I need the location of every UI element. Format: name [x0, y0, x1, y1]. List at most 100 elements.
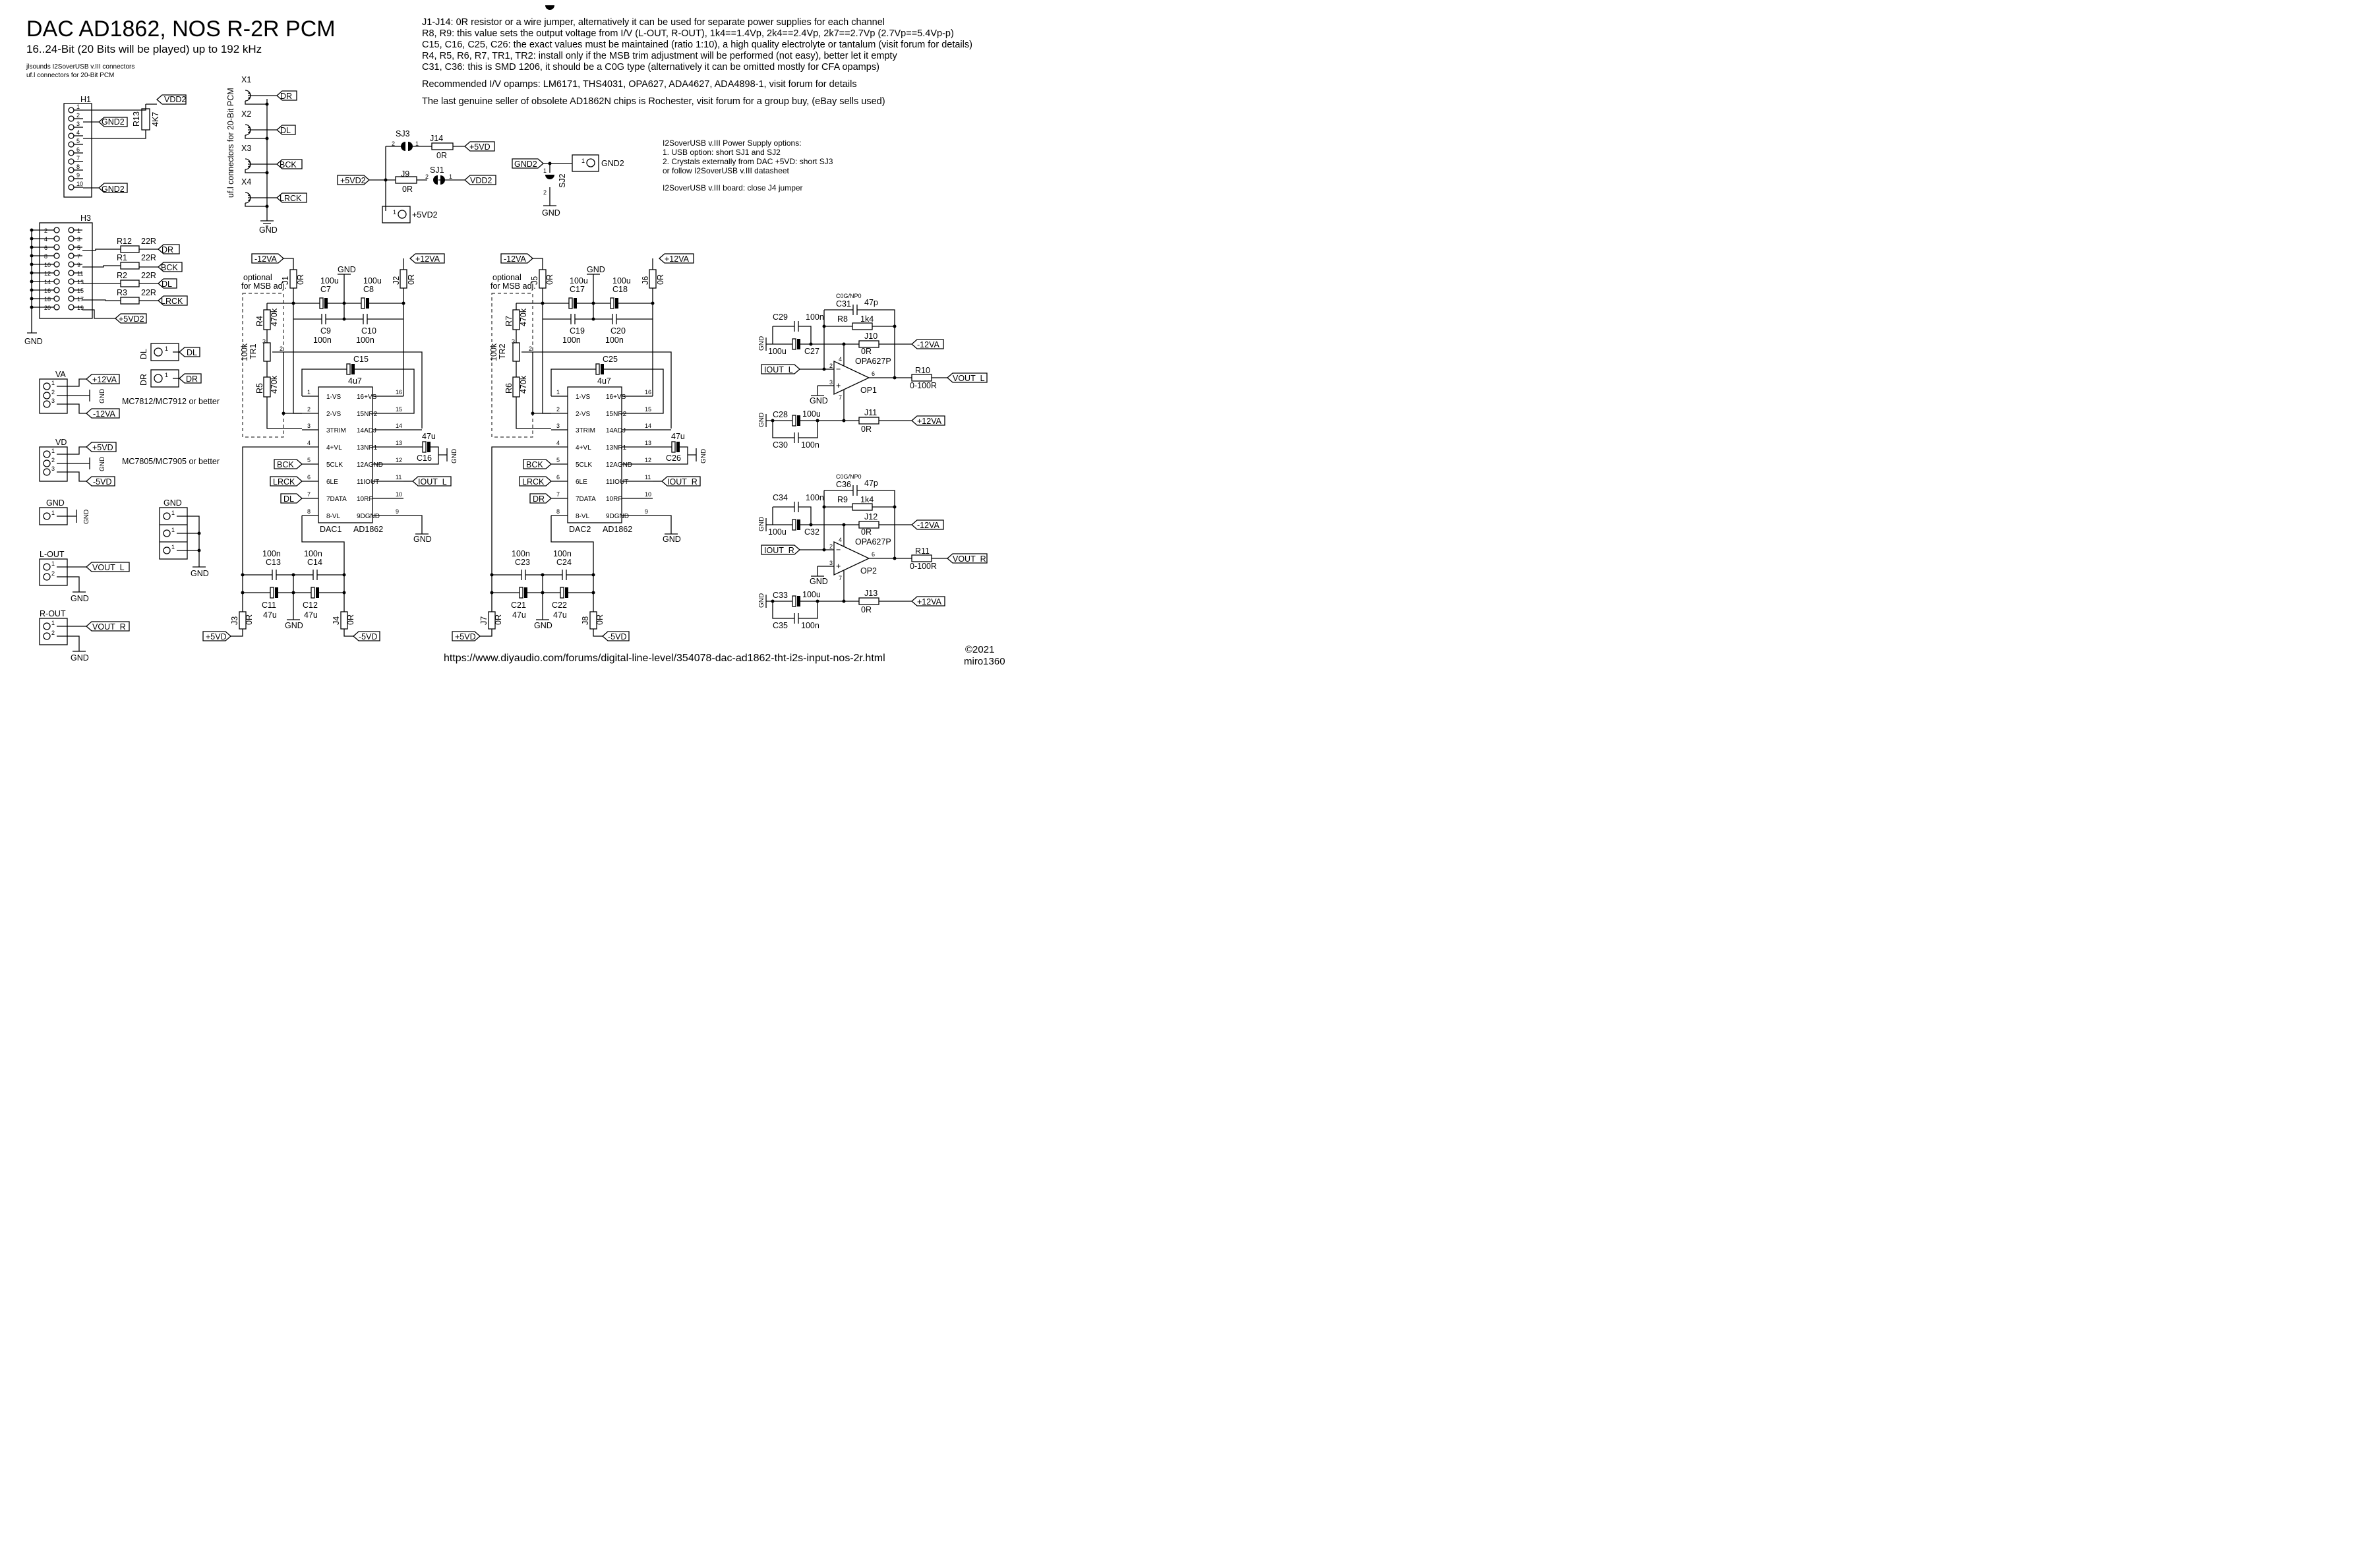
- header-pin: [53, 287, 60, 293]
- svg-text:VA: VA: [55, 370, 66, 379]
- capacitor-electrolytic: [595, 363, 600, 375]
- opamp-symbol: [833, 541, 870, 576]
- net-m12va: [500, 253, 533, 264]
- junction-dot: [893, 376, 897, 380]
- label: 8: [556, 508, 560, 515]
- label: C19: [570, 326, 585, 336]
- label: R10: [915, 366, 930, 375]
- label: 15: [77, 287, 84, 294]
- capacitor: [321, 314, 326, 324]
- header-pin: [68, 107, 74, 113]
- svg-text:1: 1: [449, 173, 452, 180]
- label: 11: [77, 270, 83, 277]
- net-m5vd-text: -5VD: [608, 632, 626, 641]
- label: 11: [396, 474, 402, 481]
- dac-chip-body: [318, 386, 373, 523]
- svg-text:BCK: BCK: [280, 160, 297, 169]
- svg-text:J14: J14: [430, 134, 443, 143]
- label: 4+VL: [576, 444, 591, 452]
- label: 7: [77, 253, 80, 260]
- junction-dot: [342, 301, 346, 305]
- junction-dot: [822, 324, 826, 328]
- label: 100n: [553, 549, 572, 558]
- net-m12va-text: -12VA: [917, 340, 939, 349]
- svg-text:GND: GND: [164, 498, 182, 508]
- small-note-1: jlsounds I2SoverUSB v.III connectors: [26, 63, 134, 71]
- schematic-subtitle: 16..24-Bit (20 Bits will be played) up t…: [26, 43, 262, 55]
- label: 3TRIM: [326, 427, 346, 434]
- label: 5: [307, 457, 311, 463]
- capacitor-electrolytic: [574, 298, 577, 309]
- label: 12AGND: [606, 461, 632, 469]
- svg-text:DR: DR: [186, 374, 198, 384]
- net-iout: [412, 476, 452, 487]
- label: C30: [773, 440, 788, 450]
- label: 5: [556, 457, 560, 463]
- net-lrck-text: LRCK: [522, 477, 545, 487]
- label: 15NR2: [357, 411, 378, 418]
- svg-text:GND2: GND2: [102, 117, 125, 127]
- header-pin: [53, 304, 60, 310]
- svg-text:DL: DL: [280, 126, 291, 135]
- label: 2-VS: [576, 411, 591, 418]
- wire: [550, 369, 664, 414]
- label: 10: [44, 262, 51, 268]
- net-bck-text: BCK: [526, 460, 543, 469]
- svg-text:LRCK: LRCK: [161, 297, 183, 306]
- label: 9DGND: [357, 513, 380, 520]
- label: 7: [76, 155, 80, 162]
- h1-ref: H1: [80, 95, 91, 104]
- note-7: The last genuine seller of obsolete AD18…: [422, 96, 885, 107]
- capacitor-electrolytic: [797, 519, 800, 530]
- label: 19: [77, 305, 84, 311]
- svg-text:2: 2: [392, 140, 395, 147]
- label: 9: [396, 508, 399, 515]
- header-pin: [68, 133, 74, 139]
- svg-text:DL: DL: [139, 349, 148, 359]
- label: C16: [417, 454, 432, 463]
- svg-text:DL: DL: [162, 280, 172, 289]
- net-5vd-top: +5VD: [464, 141, 495, 152]
- svg-text:R-OUT: R-OUT: [40, 609, 66, 618]
- net-p12va-text: +12VA: [917, 417, 942, 426]
- label: 10: [396, 491, 402, 498]
- net-iout: [761, 545, 800, 555]
- label: GND: [663, 535, 681, 544]
- svg-text:GND: GND: [191, 569, 209, 578]
- junction-dot: [402, 301, 405, 305]
- net-m12va-text: -12VA: [504, 254, 526, 264]
- label: 0R: [656, 274, 665, 285]
- label: 100u: [802, 409, 821, 419]
- small-note-2: uf.l connectors for 20-Bit PCM: [26, 72, 114, 79]
- svg-text:2: 2: [51, 630, 55, 636]
- label: R11: [915, 547, 930, 556]
- capacitor-electrolytic: [568, 297, 573, 309]
- wire: [242, 446, 345, 612]
- label: C0G/NP0: [836, 293, 862, 299]
- label: 12: [396, 457, 402, 463]
- wire: [266, 303, 302, 429]
- label: 1-VS: [326, 394, 342, 401]
- pad-dr: DR 1 DR: [139, 369, 202, 388]
- wire: [267, 303, 423, 429]
- label: 8: [44, 253, 47, 260]
- label: 5: [76, 138, 80, 144]
- resistor: [120, 297, 140, 305]
- label: GND: [451, 449, 458, 463]
- svg-text:VDD2: VDD2: [470, 176, 492, 185]
- capacitor: [794, 613, 799, 624]
- label: 1-VS: [576, 394, 591, 401]
- label: 16: [396, 389, 402, 396]
- wire: [653, 515, 678, 535]
- label: 100k: [489, 343, 498, 361]
- resistor: [858, 417, 879, 425]
- capacitor: [312, 570, 318, 580]
- net-lrck: [270, 476, 303, 487]
- svg-text:1: 1: [165, 372, 168, 378]
- header-pin: [53, 235, 60, 242]
- opamp-symbol: [833, 360, 870, 396]
- header-pin: [68, 278, 74, 285]
- label: 100u: [570, 276, 588, 285]
- wire: [403, 515, 429, 535]
